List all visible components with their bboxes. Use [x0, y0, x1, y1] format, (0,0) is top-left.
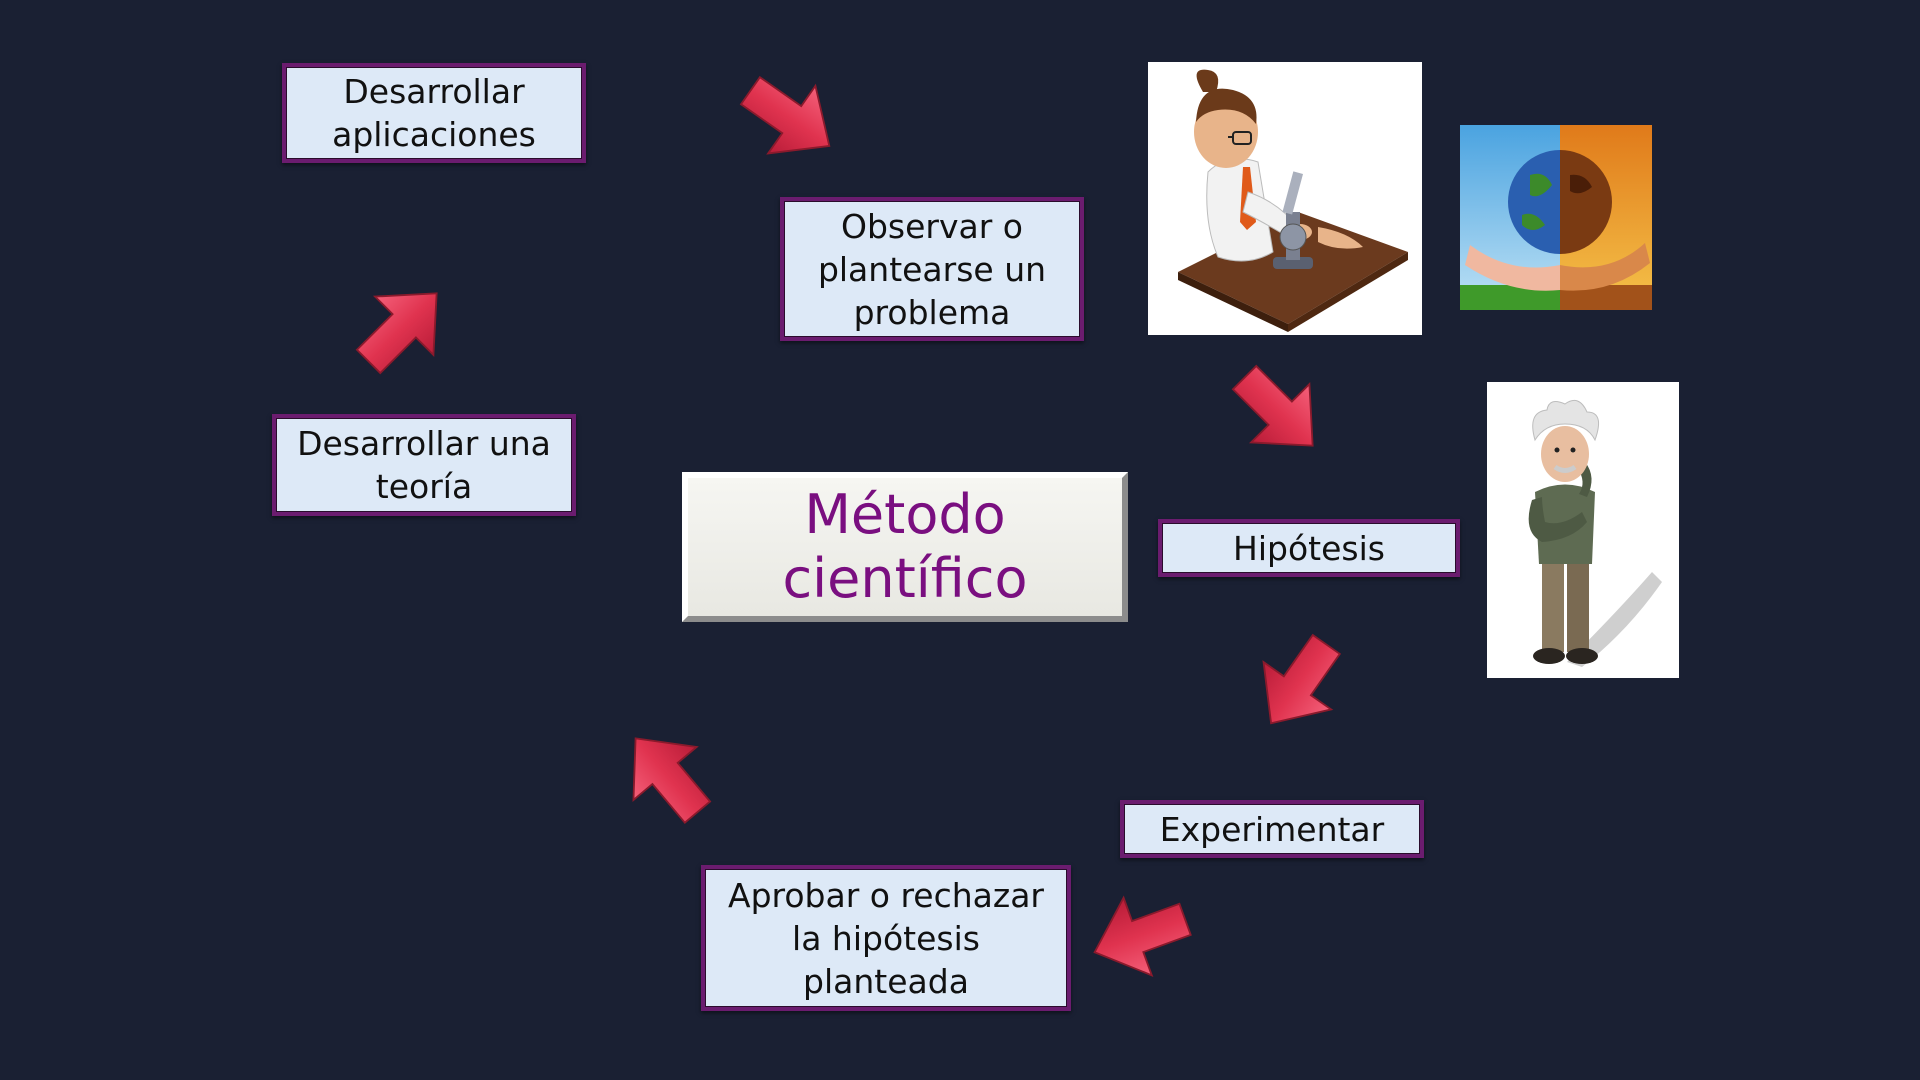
- step-text-line: Observar o: [841, 206, 1023, 246]
- step-experimentar: Experimentar: [1120, 800, 1424, 858]
- step-text-line: planteada: [803, 961, 969, 1001]
- step-text-line: problema: [853, 292, 1011, 332]
- center-title-box: Método científico: [682, 472, 1128, 622]
- step-hipotesis: Hipótesis: [1158, 519, 1460, 577]
- scientist-microscope-illustration: [1148, 62, 1422, 335]
- step-text-line: teoría: [375, 467, 473, 506]
- step-text-line: Hipótesis: [1233, 528, 1385, 568]
- step-aprobar-rechazar: Aprobar o rechazar la hipótesis plantead…: [701, 865, 1071, 1011]
- step-text-line: plantearse un: [817, 249, 1047, 289]
- arrow-icon: [603, 710, 730, 840]
- arrow-icon: [1214, 347, 1343, 476]
- center-title-line-1: Método: [804, 483, 1006, 546]
- step-text-line: aplicaciones: [332, 115, 536, 154]
- arrow-icon: [1236, 619, 1361, 748]
- step-text-line: Desarrollar: [343, 72, 525, 111]
- earth-in-hands-image: [1460, 125, 1652, 310]
- arrow-icon: [1079, 879, 1201, 992]
- step-desarrollar-aplicaciones: Desarrollar aplicaciones: [282, 63, 586, 163]
- arrow-icon: [725, 56, 854, 181]
- step-text-line: Desarrollar una: [297, 424, 551, 463]
- center-title-line-2: científico: [782, 547, 1028, 610]
- step-text-line: Aprobar o rechazar: [728, 875, 1044, 915]
- step-text-line: Experimentar: [1159, 809, 1385, 849]
- step-text-line: la hipótesis: [792, 918, 980, 958]
- step-desarrollar-teoria: Desarrollar una teoría: [272, 414, 576, 516]
- thinking-scientist-illustration: [1487, 382, 1679, 678]
- step-observar-problema: Observar o plantearse un problema: [780, 197, 1084, 341]
- arrow-icon: [338, 263, 467, 392]
